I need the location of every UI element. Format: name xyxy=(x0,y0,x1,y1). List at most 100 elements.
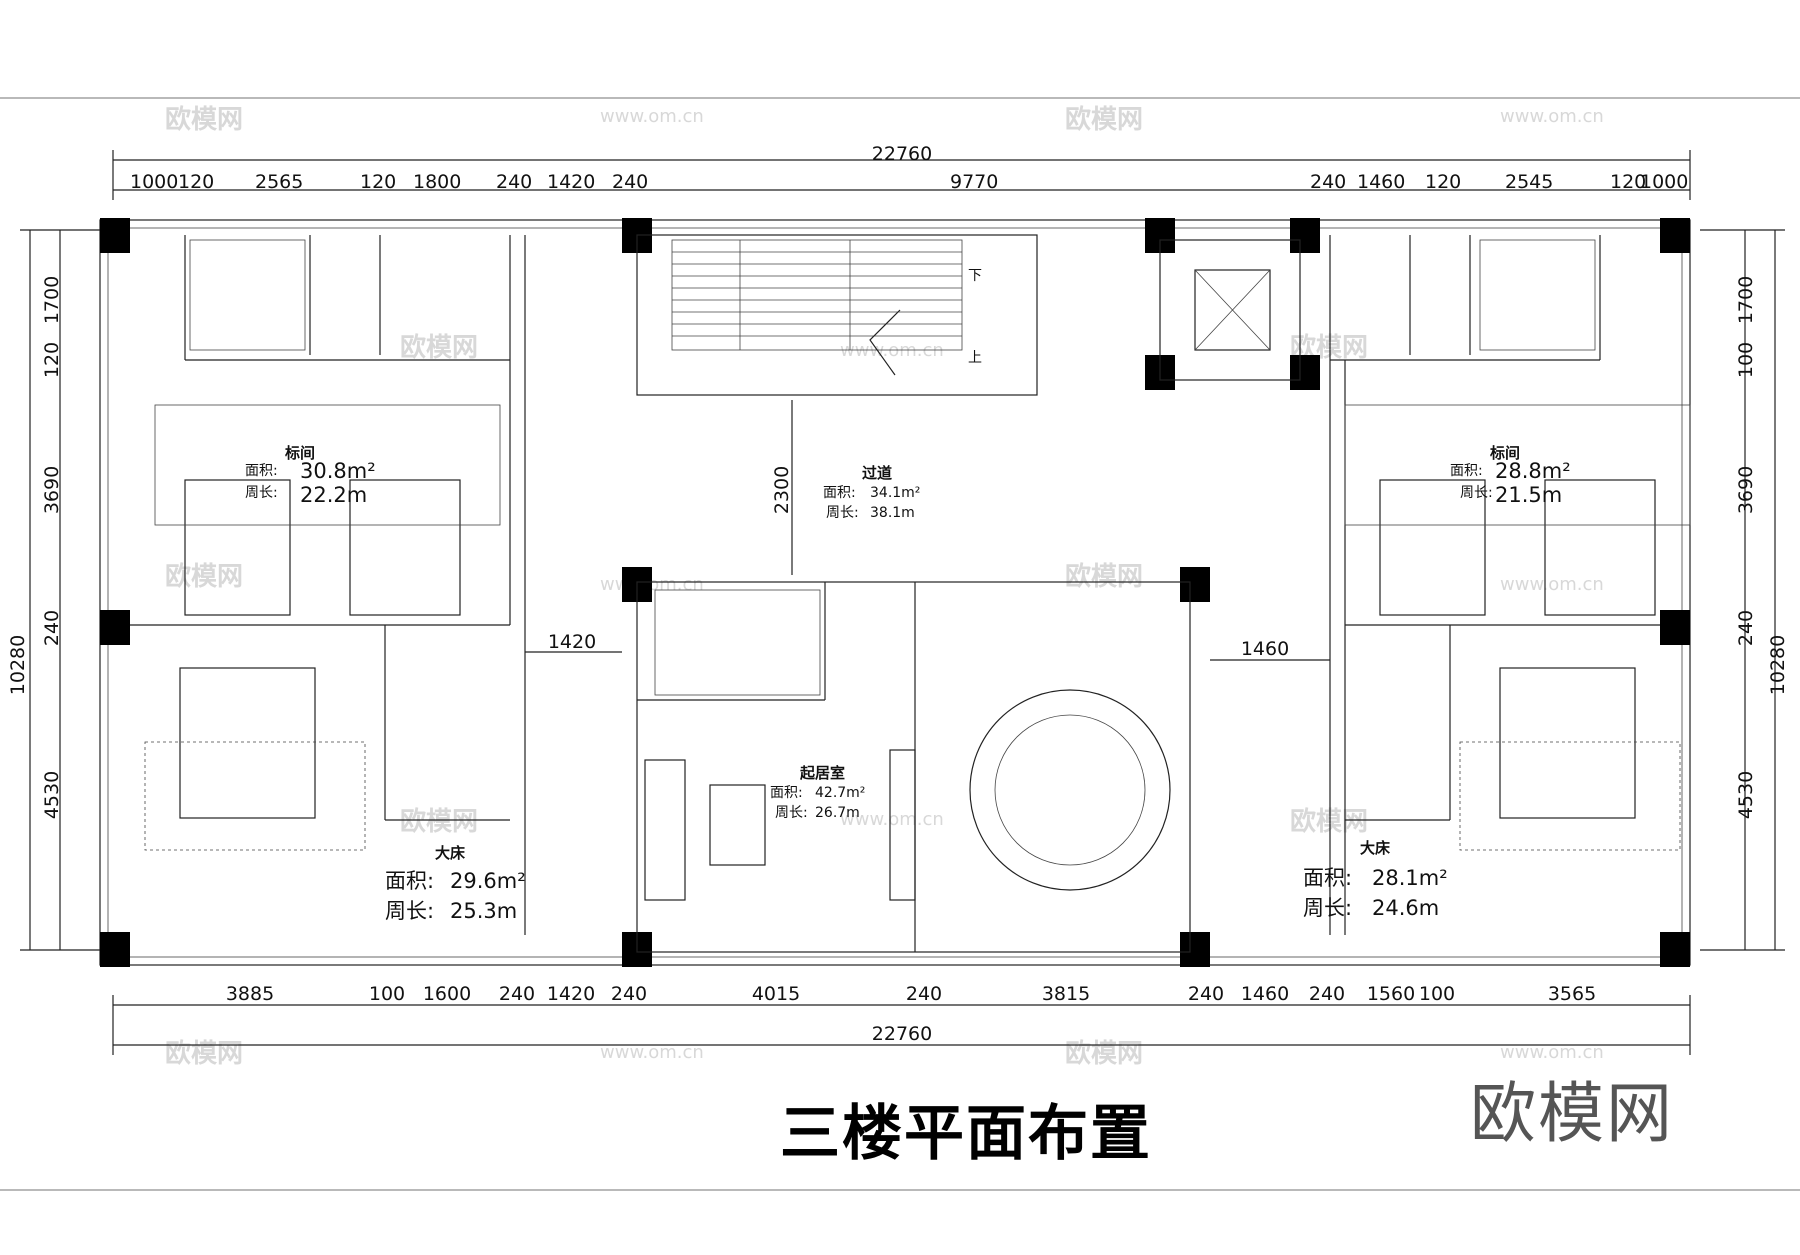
dim-top-8: 240 xyxy=(612,171,648,193)
dim-right-2: 100 xyxy=(1735,342,1757,378)
brand-logo: 欧模网 xyxy=(1470,1075,1674,1152)
watermark-url: www.om.cn xyxy=(840,809,944,830)
area-label: 面积: xyxy=(823,485,856,501)
dim-bottom-7: 4015 xyxy=(752,983,800,1005)
interior-walls xyxy=(130,234,1660,953)
perim-label: 周长: xyxy=(245,485,278,501)
watermark-url: www.om.cn xyxy=(1500,574,1604,595)
dim-left-3: 3690 xyxy=(41,466,63,514)
dim-bottom-10: 240 xyxy=(1188,983,1224,1005)
dim-top-10: 240 xyxy=(1310,171,1346,193)
dim-total-bottom: 22760 xyxy=(872,1023,932,1045)
watermark-url: www.om.cn xyxy=(840,340,944,361)
furniture xyxy=(144,239,1691,901)
watermark-url: www.om.cn xyxy=(1500,1042,1604,1063)
perim-label: 周长: xyxy=(826,505,859,521)
dim-bottom-8: 240 xyxy=(906,983,942,1005)
area-value: 29.6m² xyxy=(450,869,526,893)
dim-bottom-15: 3565 xyxy=(1548,983,1596,1005)
perim-label: 周长: xyxy=(1460,485,1493,501)
dim-left-4: 240 xyxy=(41,610,63,646)
dim-bottom-14: 100 xyxy=(1419,983,1455,1005)
area-value: 30.8m² xyxy=(300,459,376,483)
dim-top-13: 2545 xyxy=(1505,171,1553,193)
watermark-logo: 欧模网 xyxy=(165,1038,243,1069)
room-big-left: 大床 面积: 29.6m² 周长: 25.3m xyxy=(385,844,526,923)
dim-right-5: 4530 xyxy=(1735,771,1757,819)
left-dimensions: 1700 120 3690 240 4530 10280 xyxy=(7,229,100,951)
dim-top-5: 1800 xyxy=(413,171,461,193)
room-name: 标间 xyxy=(1489,444,1520,462)
dim-top-2: 120 xyxy=(178,171,214,193)
dim-right-3: 3690 xyxy=(1735,466,1757,514)
stair-up-label: 上 xyxy=(968,350,982,366)
area-label: 面积: xyxy=(1303,866,1352,890)
perim-value: 24.6m xyxy=(1372,896,1439,920)
watermark-logo: 欧模网 xyxy=(1065,104,1143,135)
watermarks: 欧模网 www.om.cn 欧模网 www.om.cn 欧模网 www.om.c… xyxy=(165,104,1604,1069)
watermark-logo: 欧模网 xyxy=(165,104,243,135)
dim-bottom-1: 3885 xyxy=(226,983,274,1005)
dim-bottom-2: 100 xyxy=(369,983,405,1005)
dim-bottom-11: 1460 xyxy=(1241,983,1289,1005)
dim-left-5: 4530 xyxy=(41,771,63,819)
dim-top-12: 120 xyxy=(1425,171,1461,193)
area-label: 面积: xyxy=(770,785,803,801)
watermark-logo: 欧模网 xyxy=(400,332,478,363)
dim-gap-right: 1460 xyxy=(1241,638,1289,660)
dim-right-1: 1700 xyxy=(1735,276,1757,324)
dim-bottom-5: 1420 xyxy=(547,983,595,1005)
watermark-logo: 欧模网 xyxy=(165,561,243,592)
dim-right-total: 10280 xyxy=(1767,635,1789,695)
room-big-right: 大床 面积: 28.1m² 周长: 24.6m xyxy=(1303,839,1448,920)
bottom-dimensions: 3885 100 1600 240 1420 240 4015 240 3815… xyxy=(112,983,1691,1055)
dim-left-total: 10280 xyxy=(7,635,29,695)
outer-walls xyxy=(99,218,1691,967)
perim-value: 25.3m xyxy=(450,899,517,923)
watermark-logo: 欧模网 xyxy=(1065,1038,1143,1069)
room-name: 标间 xyxy=(284,444,315,462)
area-value: 42.7m² xyxy=(815,785,865,801)
area-label: 面积: xyxy=(245,463,278,479)
dim-top-6: 240 xyxy=(496,171,532,193)
area-value: 28.1m² xyxy=(1372,866,1448,890)
dim-left-1: 1700 xyxy=(41,276,63,324)
watermark-url: www.om.cn xyxy=(600,1042,704,1063)
dim-bottom-12: 240 xyxy=(1309,983,1345,1005)
room-corridor: 过道 面积: 34.1m² 周长: 38.1m xyxy=(823,464,920,521)
perim-label: 周长: xyxy=(775,805,808,821)
area-label: 面积: xyxy=(1450,463,1483,479)
area-value: 28.8m² xyxy=(1495,459,1571,483)
perim-label: 周长: xyxy=(1303,896,1352,920)
room-living: 起居室 面积: 42.7m² 周长: 26.7m xyxy=(770,764,865,821)
stair-down-label: 下 xyxy=(968,268,982,284)
watermark-logo: 欧模网 xyxy=(400,806,478,837)
area-value: 34.1m² xyxy=(870,485,920,501)
dim-bottom-9: 3815 xyxy=(1042,983,1090,1005)
perim-value: 38.1m xyxy=(870,505,915,521)
dim-top-15: 1000 xyxy=(1640,171,1688,193)
room-std-right: 标间 面积: 28.8m² 周长: 21.5m xyxy=(1450,444,1571,507)
watermark-url: www.om.cn xyxy=(600,106,704,127)
dim-corridor-height: 2300 xyxy=(771,466,793,514)
perim-value: 26.7m xyxy=(815,805,860,821)
dim-total-top: 22760 xyxy=(872,143,932,165)
dim-top-1: 1000 xyxy=(130,171,178,193)
dim-gap-left: 1420 xyxy=(548,631,596,653)
perim-value: 21.5m xyxy=(1495,483,1562,507)
perim-label: 周长: xyxy=(385,899,434,923)
room-std-left: 标间 面积: 30.8m² 周长: 22.2m xyxy=(245,444,376,507)
dim-right-4: 240 xyxy=(1735,610,1757,646)
room-name: 过道 xyxy=(862,464,892,482)
watermark-logo: 欧模网 xyxy=(1290,806,1368,837)
stair-treads xyxy=(672,240,962,376)
dim-top-11: 1460 xyxy=(1357,171,1405,193)
drawing-title: 三楼平面布置 xyxy=(780,1099,1152,1169)
dim-top-3: 2565 xyxy=(255,171,303,193)
dim-bottom-3: 1600 xyxy=(423,983,471,1005)
area-label: 面积: xyxy=(385,869,434,893)
room-name: 起居室 xyxy=(799,764,845,782)
interior-dimensions: 2300 1420 1460 xyxy=(525,400,1330,661)
dim-bottom-13: 1560 xyxy=(1367,983,1415,1005)
dim-bottom-4: 240 xyxy=(499,983,535,1005)
